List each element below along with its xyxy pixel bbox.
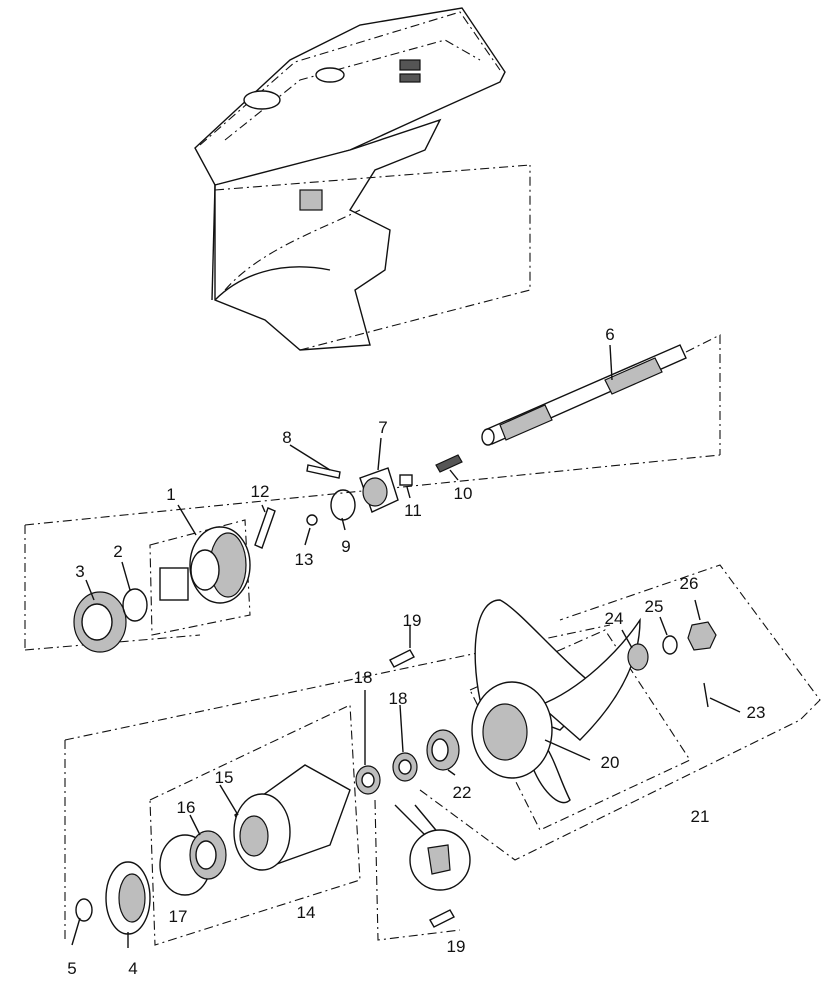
callout-8: 8: [282, 428, 291, 447]
callout-2: 2: [113, 542, 122, 561]
part-19-lower-line: [374, 799, 461, 941]
callout-12: 12: [251, 482, 270, 501]
part-26-nut: [687, 621, 717, 651]
part-25-washer: [662, 635, 678, 655]
part-9-clip: [330, 489, 356, 521]
part-15-carrier: [233, 764, 351, 871]
assembly-line-bottom: [24, 634, 201, 651]
callout-1: 1: [166, 485, 175, 504]
callout-16: 16: [177, 798, 196, 817]
part-14-outline: [149, 704, 361, 946]
propeller-shaft: [481, 334, 721, 455]
callout-21: 21: [691, 807, 710, 826]
callout-14: 14: [297, 903, 316, 922]
leader-lines: [71, 344, 741, 948]
seal-detail-inset: [394, 804, 471, 891]
part-21-outline: [419, 564, 821, 861]
callout-15: 15: [215, 768, 234, 787]
callout-4: 4: [128, 959, 137, 978]
callout-22: 22: [453, 783, 472, 802]
callout-17: 17: [169, 907, 188, 926]
callout-24: 24: [605, 609, 624, 628]
propeller-outline: [469, 629, 691, 831]
part-24-washer: [627, 643, 649, 671]
part-10-spring: [435, 454, 463, 473]
part-16-bearing: [189, 830, 227, 880]
part-18-seal-b: [392, 752, 418, 782]
callout-26: 26: [680, 574, 699, 593]
callout-19-lower: 19: [447, 937, 466, 956]
callout-9: 9: [341, 537, 350, 556]
part-23-cotter-pin: [703, 682, 709, 708]
part-20-propeller: [471, 599, 641, 804]
lower-unit-housing: [194, 7, 531, 351]
part-12-pin: [254, 507, 276, 549]
callout-3: 3: [75, 562, 84, 581]
callout-25: 25: [645, 597, 664, 616]
callout-18-right: 18: [389, 689, 408, 708]
part-8-cross-pin: [306, 464, 341, 479]
callout-7: 7: [378, 418, 387, 437]
callout-13: 13: [295, 550, 314, 569]
callout-11: 11: [404, 501, 422, 520]
part-13-ball: [306, 514, 318, 526]
part-3-bearing: [73, 591, 127, 653]
callout-20: 20: [601, 753, 620, 772]
part-7-clutch: [359, 467, 399, 513]
callout-23: 23: [747, 703, 766, 722]
part-2-ring: [122, 588, 148, 622]
part-11-plunger: [399, 474, 413, 486]
part-5-washer: [75, 898, 93, 922]
callout-10: 10: [454, 484, 473, 503]
callout-5: 5: [67, 959, 76, 978]
part-22-spacer: [426, 729, 460, 771]
part-19-bolt-lower: [429, 909, 455, 928]
part-1-gear: [149, 519, 251, 636]
callout-6: 6: [605, 325, 614, 344]
part-19-bolt-upper: [389, 649, 415, 668]
callout-19-upper: 19: [403, 611, 422, 630]
callout-18-left: 18: [354, 668, 373, 687]
part-18-seal-a: [355, 765, 381, 795]
part-4-gear: [105, 861, 151, 935]
